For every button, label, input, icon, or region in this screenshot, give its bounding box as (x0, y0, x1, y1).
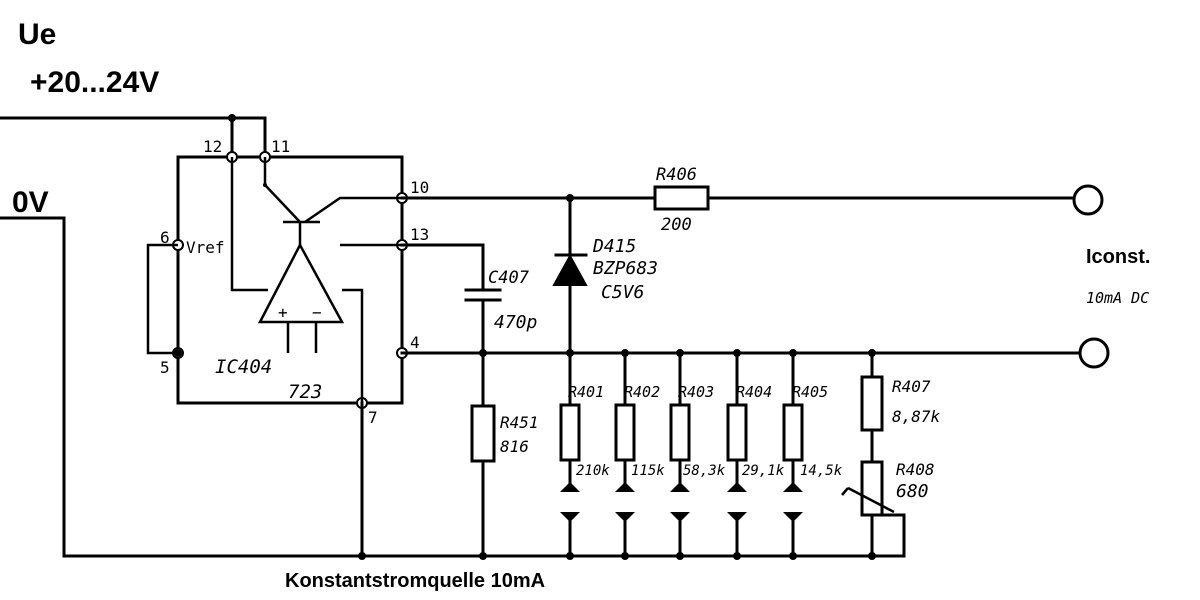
ic404-box (176, 155, 404, 405)
ic-pins (172, 151, 408, 409)
supply-voltage: +20...24V (30, 66, 159, 99)
ic-type: 723 (288, 381, 322, 403)
pin-10-label: 10 (410, 178, 429, 197)
range-resistor-r405 (782, 351, 804, 558)
c407-capacitor (400, 243, 502, 355)
r408-trimmer (841, 460, 906, 558)
d415-name: D415 (592, 236, 636, 257)
output-label: Iconst. (1086, 246, 1150, 268)
pin-7-label: 7 (368, 408, 378, 427)
output-terminal-bottom[interactable] (1078, 337, 1110, 369)
d415-type: BZP683 (593, 258, 658, 279)
r403-name: R403 (678, 383, 714, 401)
r406-value: 200 (661, 215, 692, 235)
r401-value: 210k (576, 463, 610, 479)
r405-value: 14,5k (800, 463, 843, 479)
supply-label: Ue (18, 18, 56, 51)
diagram-caption: Konstantstromquelle 10mA (285, 570, 545, 592)
r407-resistor (860, 351, 884, 464)
output-value: 10mA DC (1086, 289, 1149, 307)
pin-12-label: 12 (203, 137, 222, 156)
pin-4-label: 4 (410, 333, 420, 352)
r403-value: 58,3k (683, 463, 726, 479)
range-resistor-r401 (559, 351, 581, 558)
junction-nodes (174, 114, 876, 560)
ic-name: IC404 (215, 356, 272, 378)
r405-name: R405 (792, 383, 828, 401)
opamp-plus: + (278, 303, 288, 322)
r402-name: R402 (624, 383, 660, 401)
r402-value: 115k (631, 463, 665, 479)
r407-name: R407 (892, 377, 931, 396)
supply-rail (0, 116, 267, 159)
opamp-minus: − (312, 303, 322, 322)
r451-resistor (470, 351, 496, 558)
d415-zener-diode (552, 196, 588, 355)
r407-value: 8,87k (892, 407, 941, 426)
r451-value: 816 (500, 437, 529, 456)
range-resistor-r404 (726, 351, 748, 558)
internal-opamp-symbol (230, 157, 402, 403)
pin-5-label: 5 (160, 358, 170, 377)
pin-13-label: 13 (410, 225, 429, 244)
c407-name: C407 (488, 268, 530, 288)
r404-name: R404 (736, 383, 772, 401)
range-resistor-r402 (614, 351, 636, 558)
ground-label: 0V (12, 186, 49, 219)
pin-6-label: 6 (160, 228, 170, 247)
pin-11-label: 11 (271, 137, 290, 156)
internal-transistor-symbol (263, 157, 402, 245)
c407-value: 470p (494, 312, 537, 333)
r408-value: 680 (896, 481, 929, 502)
r406-name: R406 (656, 165, 697, 185)
vref-feedback-wire (146, 243, 178, 355)
r406-resistor (653, 185, 710, 211)
vref-label: Vref (186, 238, 225, 257)
r404-value: 29,1k (742, 463, 785, 479)
output-terminal-top[interactable] (1072, 184, 1104, 216)
r408-name: R408 (896, 460, 935, 479)
range-resistor-r403 (669, 351, 691, 558)
d415-value: C5V6 (601, 282, 644, 303)
r401-name: R401 (568, 383, 604, 401)
r451-name: R451 (500, 413, 539, 432)
